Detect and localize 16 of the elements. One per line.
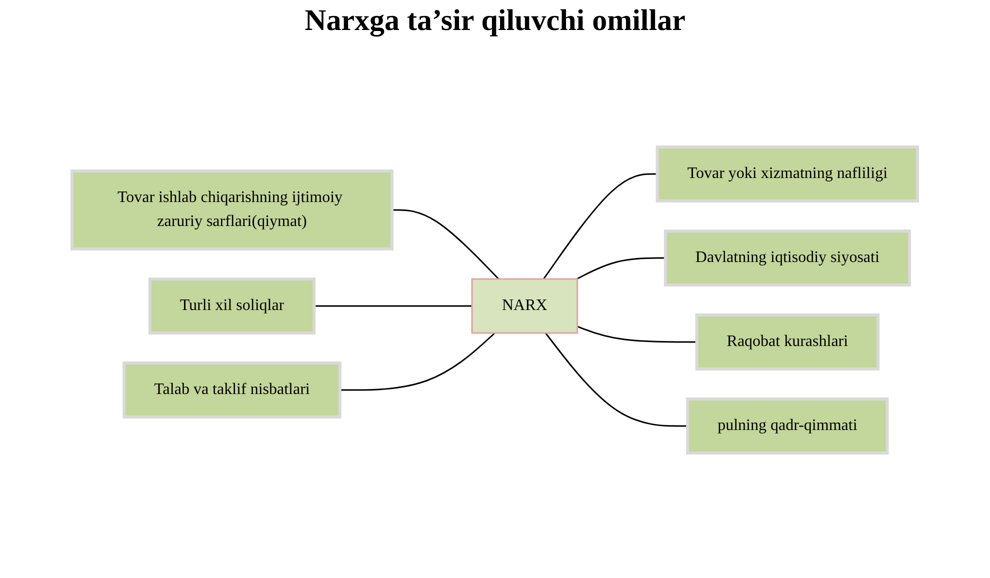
- node-box: Turli xil soliqlar: [148, 278, 316, 334]
- connector: [545, 332, 688, 427]
- connector: [392, 209, 500, 280]
- node-box: Tovar yoki xizmatning nafliligi: [656, 146, 920, 202]
- connector: [543, 173, 658, 280]
- connector: [314, 305, 472, 307]
- node-box: Talab va taklif nisbatlari: [122, 362, 342, 418]
- node-box: NARX: [471, 278, 578, 334]
- node-box: pulning qadr-qimmati: [686, 398, 889, 454]
- connector: [340, 332, 496, 391]
- diagram-title: Narxga ta’sir qiluvchi omillar: [304, 4, 686, 38]
- connector: [577, 326, 698, 343]
- connector: [576, 257, 666, 280]
- node-box: Raqobat kurashlari: [696, 314, 880, 370]
- node-box: Davlatning iqtisodiy siyosati: [664, 230, 912, 286]
- node-box: Tovar ishlab chiqarishning ijtimoiy zaruriy sarflari(qiymat): [70, 170, 394, 250]
